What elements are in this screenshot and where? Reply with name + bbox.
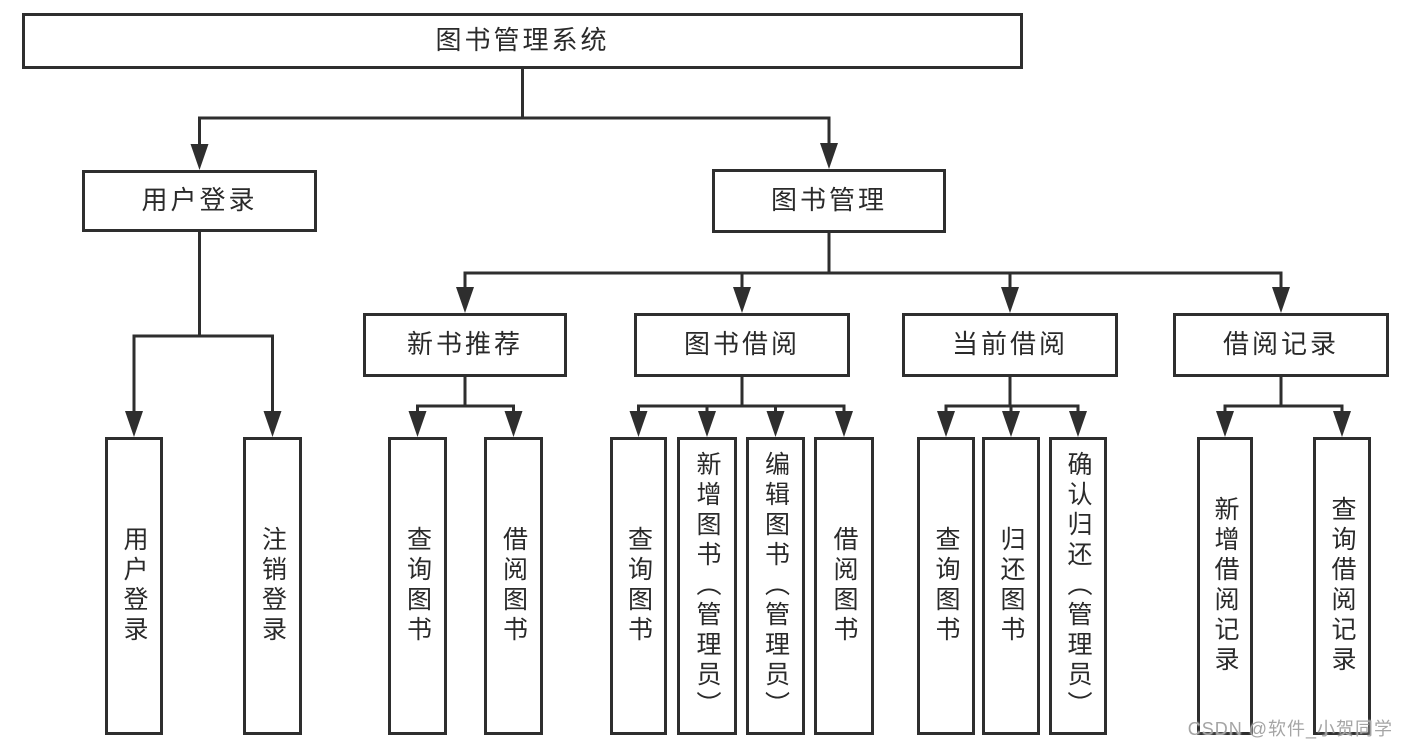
arrowhead-icon bbox=[1333, 411, 1351, 437]
connector-path-new-book bbox=[416, 375, 515, 419]
node-book-borrow: 图书借阅 bbox=[634, 313, 850, 377]
node-leaf-bb-add: 新增图书（管理员） bbox=[677, 437, 737, 735]
connector-path-root bbox=[198, 67, 831, 152]
arrowhead-icon bbox=[937, 411, 955, 437]
arrowhead-icon bbox=[263, 411, 282, 437]
node-leaf-cb-confirm: 确认归还（管理员） bbox=[1049, 437, 1107, 735]
arrowhead-icon bbox=[733, 287, 751, 313]
node-borrow-record: 借阅记录 bbox=[1173, 313, 1389, 377]
arrowhead-icon bbox=[190, 144, 209, 170]
watermark: CSDN @软件_小贺同学 bbox=[1187, 719, 1393, 739]
node-leaf-bb-query: 查询图书 bbox=[610, 437, 667, 735]
node-user-login: 用户登录 bbox=[82, 170, 317, 232]
connector-path-book-mgmt bbox=[463, 231, 1283, 295]
connector-path-user-login bbox=[132, 230, 274, 419]
node-leaf-br-query: 查询借阅记录 bbox=[1313, 437, 1371, 735]
node-leaf-cb-return: 归还图书 bbox=[982, 437, 1040, 735]
arrowhead-icon bbox=[456, 287, 474, 313]
node-root: 图书管理系统 bbox=[22, 13, 1023, 69]
arrowhead-icon bbox=[504, 411, 523, 437]
node-leaf-br-add: 新增借阅记录 bbox=[1197, 437, 1253, 735]
node-leaf-nb-borrow: 借阅图书 bbox=[484, 437, 543, 735]
arrowhead-icon bbox=[629, 411, 648, 437]
arrowhead-icon bbox=[1069, 411, 1087, 437]
arrowhead-icon bbox=[835, 411, 853, 437]
arrowhead-icon bbox=[698, 411, 716, 437]
arrowhead-icon bbox=[1272, 287, 1290, 313]
node-leaf-nb-query: 查询图书 bbox=[388, 437, 447, 735]
arrowhead-icon bbox=[1216, 411, 1234, 437]
node-leaf-bb-borrow: 借阅图书 bbox=[814, 437, 874, 735]
connector-path-borrow-record bbox=[1223, 375, 1344, 419]
node-leaf-cb-query: 查询图书 bbox=[917, 437, 975, 735]
node-leaf-logout: 注销登录 bbox=[243, 437, 302, 735]
node-current-borrow: 当前借阅 bbox=[902, 313, 1118, 377]
connector-path-book-borrow bbox=[637, 375, 846, 419]
node-leaf-login: 用户登录 bbox=[105, 437, 163, 735]
arrowhead-icon bbox=[1001, 287, 1019, 313]
arrowhead-icon bbox=[125, 411, 143, 437]
arrowhead-icon bbox=[820, 143, 838, 169]
node-book-mgmt: 图书管理 bbox=[712, 169, 946, 233]
arrowhead-icon bbox=[766, 411, 785, 437]
node-leaf-bb-edit: 编辑图书（管理员） bbox=[746, 437, 805, 735]
arrowhead-icon bbox=[1002, 411, 1020, 437]
node-new-book: 新书推荐 bbox=[363, 313, 567, 377]
arrowhead-icon bbox=[408, 411, 427, 437]
